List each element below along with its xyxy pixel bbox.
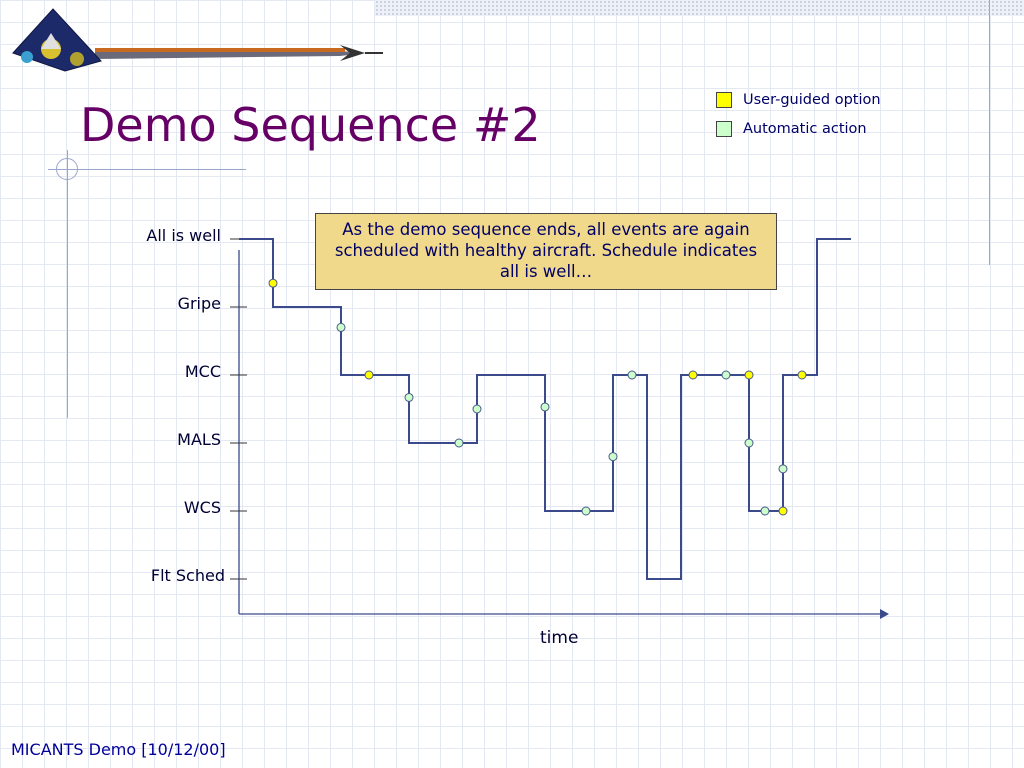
automatic-event-marker	[581, 506, 591, 516]
level-label-mals: MALS	[177, 430, 221, 449]
legend-item-automatic: Automatic action	[716, 121, 867, 137]
automatic-event-marker	[336, 322, 346, 332]
level-label-mcc: MCC	[184, 362, 221, 381]
legend-swatch-green	[716, 121, 732, 137]
level-label-gripe: Gripe	[177, 294, 221, 313]
user-guided-event-marker	[778, 506, 788, 516]
legend-label: User-guided option	[743, 92, 881, 108]
automatic-event-marker	[744, 438, 754, 448]
crosshair-decoration-circle	[56, 158, 78, 180]
automatic-event-marker	[454, 438, 464, 448]
user-guided-event-marker	[797, 370, 807, 380]
logo	[12, 8, 383, 72]
crosshair-decoration-h	[48, 169, 246, 170]
automatic-event-marker	[540, 402, 550, 412]
user-guided-event-marker	[364, 370, 374, 380]
level-label-all-is-well: All is well	[146, 226, 221, 245]
slide-title: Demo Sequence #2	[80, 98, 541, 152]
automatic-event-marker	[627, 370, 637, 380]
legend-label: Automatic action	[743, 121, 867, 137]
legend-swatch-yellow	[716, 92, 732, 108]
state-trace-line	[239, 238, 851, 580]
automatic-event-marker	[760, 506, 770, 516]
decorative-vertical-line	[989, 0, 990, 265]
user-guided-event-marker	[268, 278, 278, 288]
x-axis-label: time	[540, 628, 579, 648]
automatic-event-marker	[404, 392, 414, 402]
crosshair-decoration-v	[67, 150, 68, 418]
automatic-event-marker	[472, 404, 482, 414]
slide-footer: MICANTS Demo [10/12/00]	[11, 740, 226, 759]
user-guided-event-marker	[744, 370, 754, 380]
callout-box: As the demo sequence ends, all events ar…	[315, 213, 777, 290]
level-label-flt-sched: Flt Sched	[150, 566, 225, 585]
automatic-event-marker	[721, 370, 731, 380]
user-guided-event-marker	[688, 370, 698, 380]
automatic-event-marker	[778, 464, 788, 474]
automatic-event-marker	[608, 452, 618, 462]
top-decorative-band	[375, 0, 1024, 16]
level-label-wcs: WCS	[183, 498, 221, 517]
legend-item-user-guided: User-guided option	[716, 92, 881, 108]
x-axis-arrow	[880, 609, 889, 619]
